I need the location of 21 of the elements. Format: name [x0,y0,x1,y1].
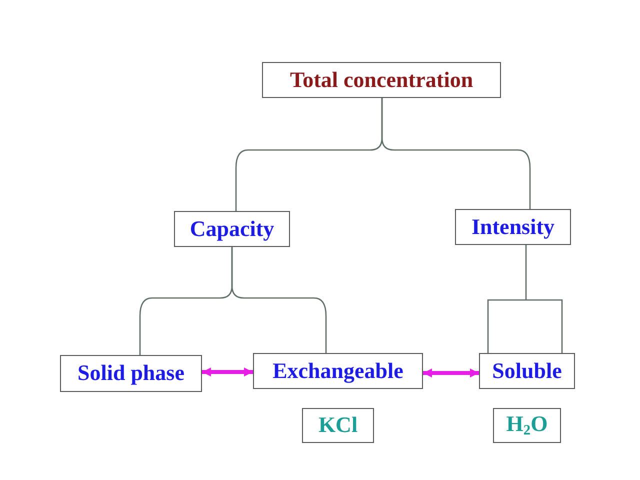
box-label: H$_{2}$O [506,412,548,440]
bracket-connector [487,244,563,354]
double-arrow [423,368,479,378]
concept-box [479,353,575,389]
box-label: Intensity [471,214,555,240]
box-label: Solid phase [78,361,184,386]
box-label: Exchangeable [272,358,404,384]
box-label: Total concentration [290,68,474,92]
concept-box [253,353,423,389]
reagent-box [302,408,374,443]
box-label: Soluble [492,358,562,384]
bracket-connector [231,247,327,353]
bracket-connector [381,98,531,209]
double-arrow [202,368,253,376]
concept-box [455,209,571,245]
box-label: KCl [318,413,358,438]
concept-box [60,355,202,392]
concept-box [174,211,290,247]
reagent-box [493,408,561,443]
concept-box [262,62,501,98]
box-label: Capacity [190,216,274,242]
